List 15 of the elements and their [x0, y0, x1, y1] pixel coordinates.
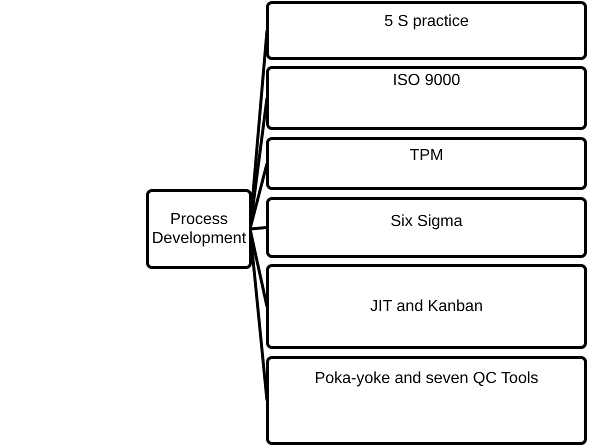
box-label: ISO 9000 [392, 71, 460, 90]
connector-line [250, 226, 268, 230]
box-label: 5 S practice [384, 12, 469, 31]
process-box [266, 137, 587, 190]
process-box [266, 197, 587, 258]
box-label: Six Sigma [390, 212, 463, 231]
process-box [146, 189, 252, 269]
process-box [266, 264, 587, 349]
process-box [266, 356, 587, 445]
box-label: Process Development [152, 210, 246, 248]
box-label: JIT and Kanban [370, 297, 483, 316]
box-label: Poka-yoke and seven QC Tools [314, 369, 538, 388]
process-box [266, 66, 587, 130]
box-label: TPM [410, 146, 444, 165]
process-box [266, 1, 587, 60]
